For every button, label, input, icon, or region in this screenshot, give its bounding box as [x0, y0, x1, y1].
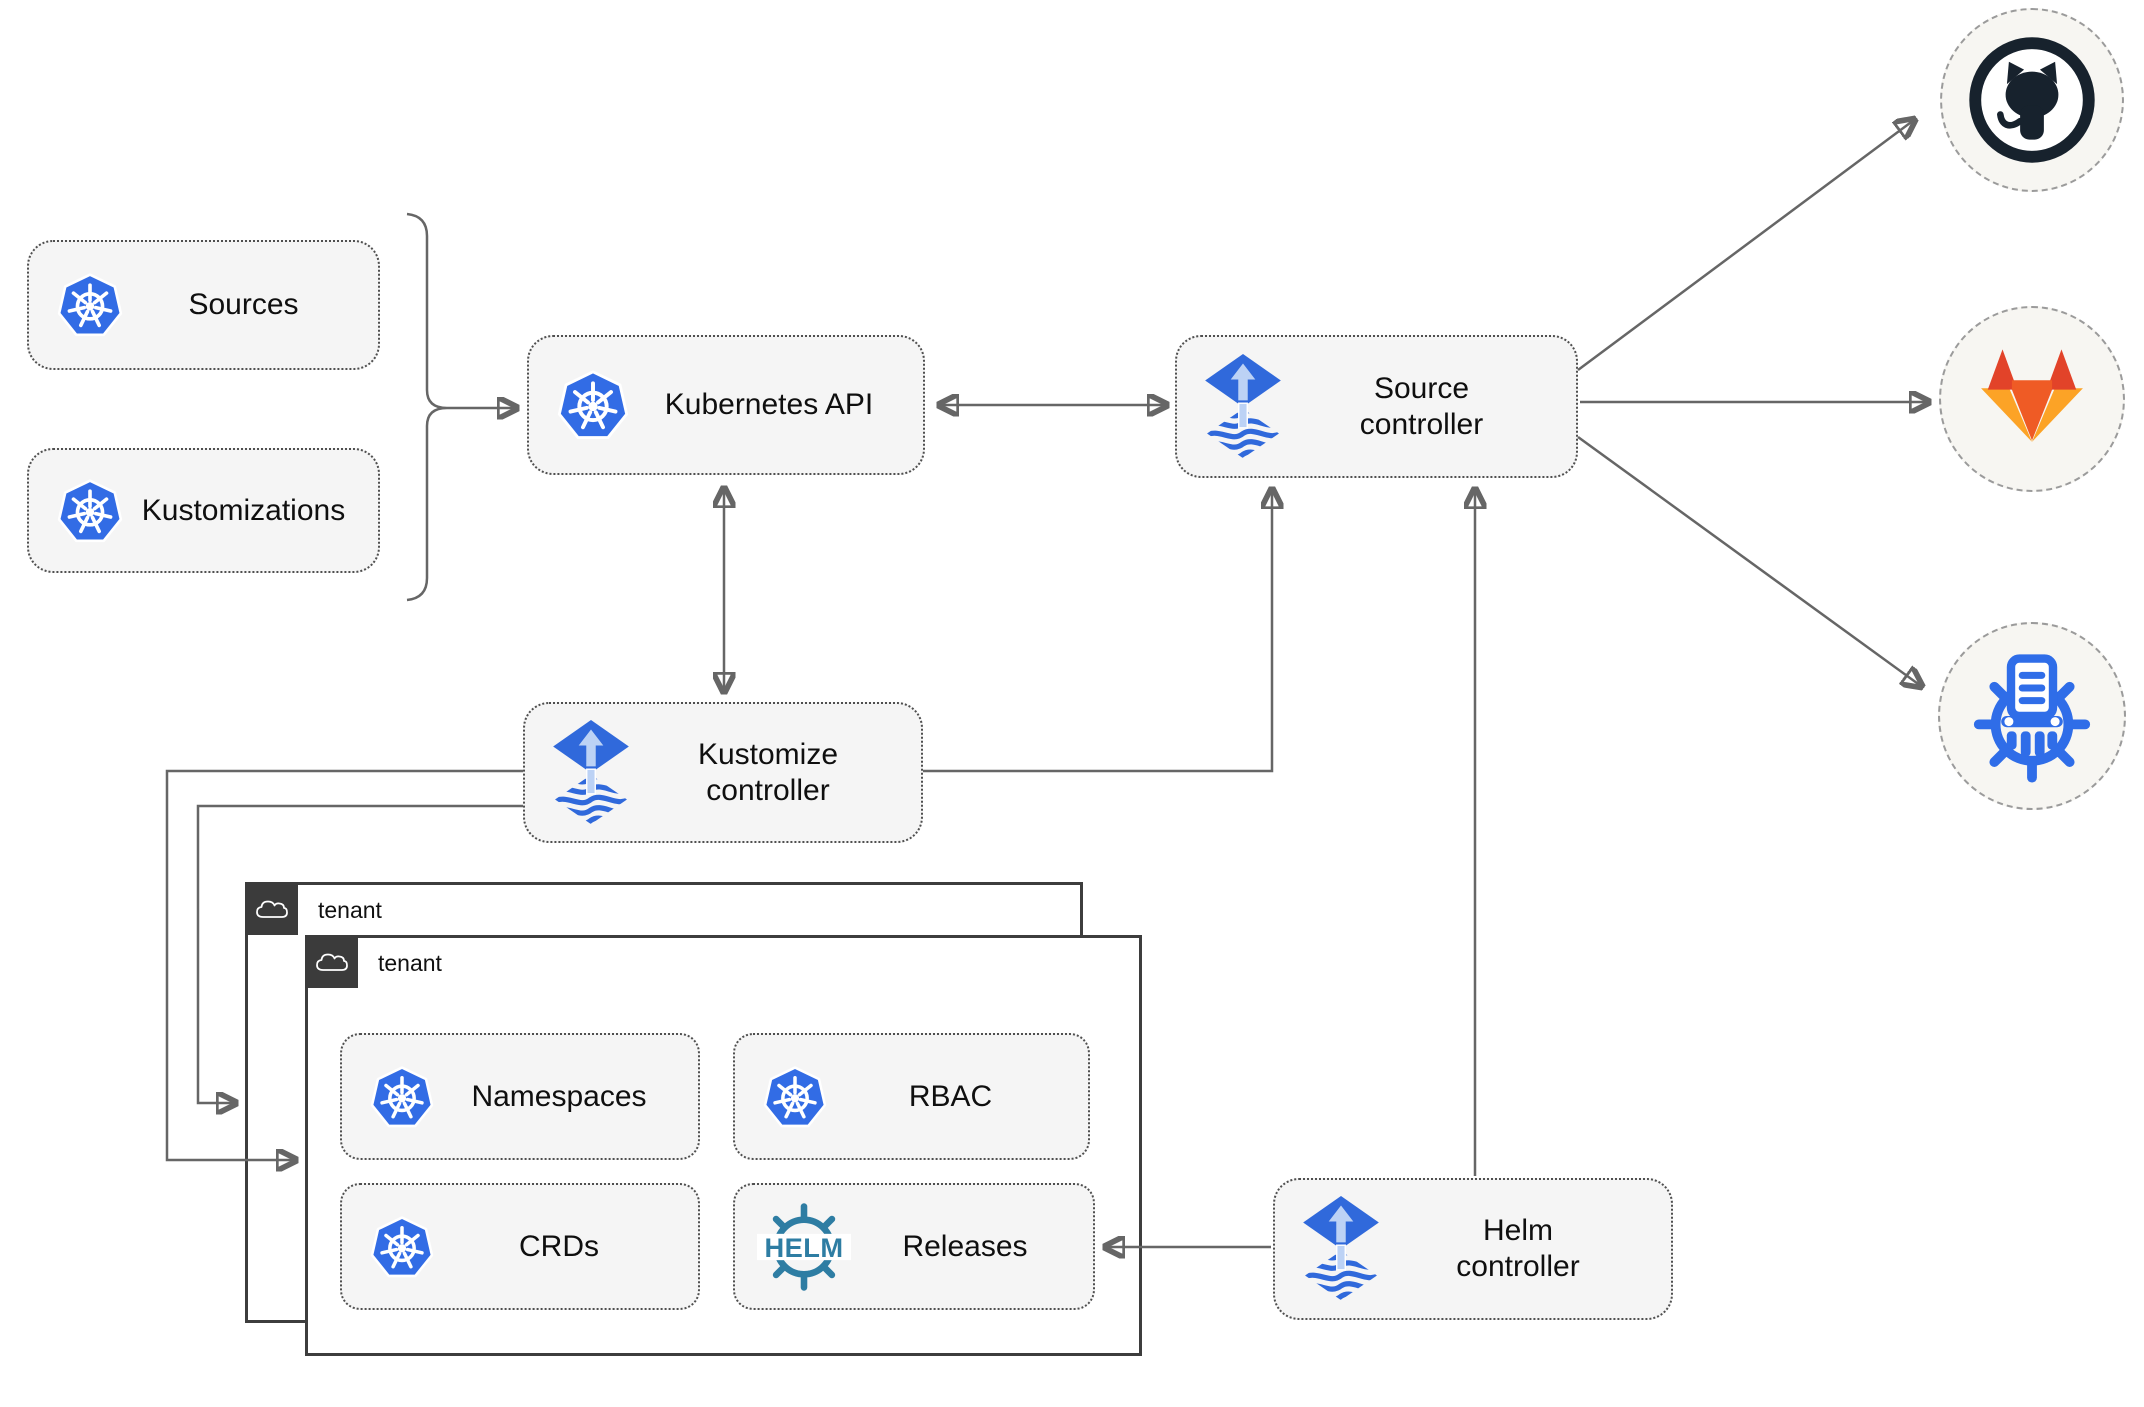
arrow-source-to-github [1577, 120, 1914, 372]
bracket-sources-kustomizations [406, 212, 448, 602]
node-namespaces: Namespaces [340, 1033, 700, 1160]
node-crds: CRDs [340, 1183, 700, 1310]
kubernetes-icon [763, 1065, 827, 1128]
tenant-badge [245, 882, 298, 935]
kubernetes-icon [370, 1215, 434, 1278]
node-kubernetes-api: Kubernetes API [527, 335, 925, 475]
cloud-icon [255, 900, 288, 918]
kubernetes-icon [557, 369, 629, 440]
cloud-icon [315, 953, 348, 971]
node-sources: Sources [27, 240, 380, 370]
node-label: RBAC [908, 1079, 993, 1113]
node-releases: Releases [733, 1183, 1095, 1310]
tenant-label: tenant [318, 897, 382, 923]
node-label: Releases [902, 1229, 1028, 1263]
helm-repository-icon [1962, 646, 2102, 786]
node-label: Kubernetes API [664, 388, 874, 421]
node-kustomizations: Kustomizations [27, 448, 380, 573]
helm-repository-endpoint [1938, 622, 2126, 810]
node-label: Sources [188, 288, 299, 321]
kubernetes-icon [370, 1065, 434, 1128]
tenant-badge [305, 935, 358, 988]
github-icon [1966, 34, 2098, 166]
arrow-source-to-helm-repository [1577, 435, 1921, 686]
flux-icon [553, 720, 629, 826]
node-label: Namespaces [471, 1079, 647, 1113]
arrow-kustomize-to-source-controller [923, 490, 1272, 773]
gitlab-endpoint [1939, 306, 2125, 492]
kubernetes-icon [57, 478, 123, 543]
github-endpoint [1940, 8, 2124, 192]
kubernetes-icon [57, 272, 123, 337]
tenant-label: tenant [378, 950, 442, 976]
node-label: Kustomizations [141, 493, 346, 527]
node-label: CRDs [519, 1229, 599, 1263]
gitlab-icon [1981, 349, 2083, 442]
node-rbac: RBAC [733, 1033, 1090, 1160]
helm-icon [757, 1200, 851, 1294]
flux-icon [1303, 1196, 1379, 1302]
flux-icon [1205, 354, 1281, 460]
